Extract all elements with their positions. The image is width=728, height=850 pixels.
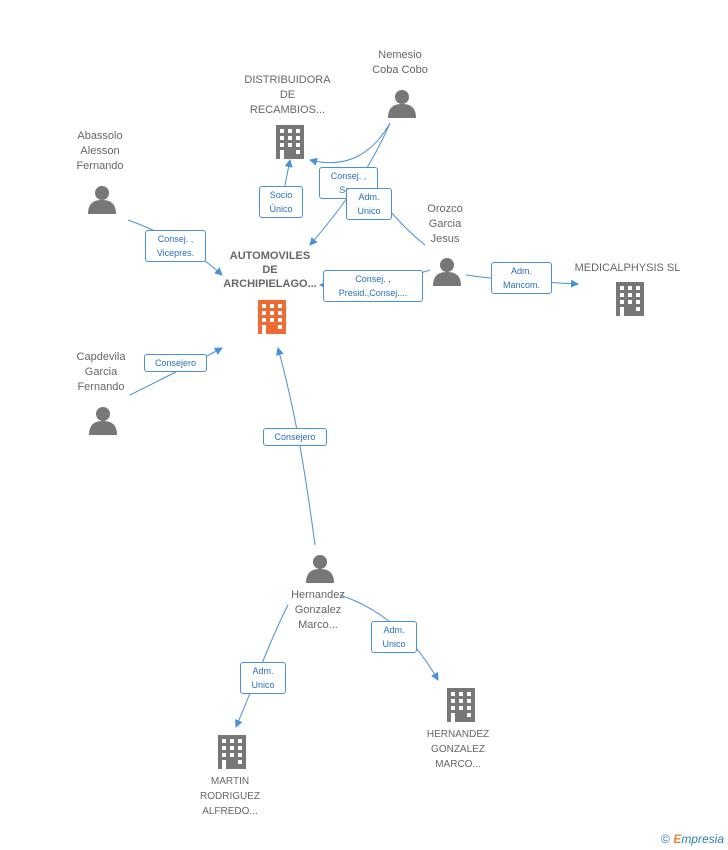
orozco-label[interactable]: Orozco Garcia Jesus: [405, 202, 485, 247]
hernandez-person-icon: [306, 555, 334, 583]
edge-label-nemesio-adm[interactable]: Adm. Unico: [346, 188, 392, 220]
orozco-person-icon: [433, 258, 461, 286]
capdevila-label-line: Garcia: [84, 366, 118, 378]
martin-label-line: RODRIGUEZ: [200, 791, 260, 802]
edge-label-line: Consej. ,: [330, 171, 367, 181]
medicalphysis-building-icon: [616, 282, 644, 316]
edge-label-abassolo[interactable]: Consej. , Vicepres.: [145, 230, 206, 262]
martin-label[interactable]: MARTIN RODRIGUEZ ALFREDO...: [185, 774, 275, 819]
hernandez-company-label-line: MARCO...: [435, 759, 481, 770]
distribuidora-label[interactable]: DISTRIBUIDORA DE RECAMBIOS...: [230, 73, 345, 118]
hernandez-company-building-icon: [447, 688, 475, 722]
edge-label-line: Unico: [382, 639, 406, 649]
hernandez-person-label-line: Gonzalez: [294, 604, 342, 616]
hernandez-company-label-line: HERNANDEZ: [426, 729, 490, 740]
capdevila-label-line: Capdevila: [76, 351, 126, 363]
nemesio-person-icon: [388, 90, 416, 118]
edge-label-socio[interactable]: Socio Único: [259, 186, 303, 218]
brand-name: mpresia: [681, 832, 724, 846]
distribuidora-building-icon: [276, 125, 304, 159]
edge-label-line: Consej. ,: [157, 234, 194, 244]
martin-label-line: ALFREDO...: [202, 806, 258, 817]
edge-label-martin[interactable]: Adm. Unico: [240, 662, 286, 694]
edge-label-line: Único: [269, 204, 293, 214]
hernandez-company-label[interactable]: HERNANDEZ GONZALEZ MARCO...: [413, 727, 503, 772]
distribuidora-label-line: DISTRIBUIDORA: [244, 74, 331, 86]
edge-label-line: Unico: [357, 206, 381, 216]
hernandez-person-label-line: Marco...: [298, 619, 338, 631]
empresia-logo: © Empresia: [661, 832, 724, 846]
edge-label-line: Adm.: [252, 666, 274, 676]
nemesio-label-line: Coba Cobo: [372, 64, 428, 76]
abassolo-person-icon: [88, 186, 116, 214]
edge-label-line: Consej. ,: [355, 274, 391, 284]
main-company-label[interactable]: AUTOMOVILES DE ARCHIPIELAGO...: [212, 249, 328, 291]
edge-label-line: Presid.,Consej....: [338, 288, 408, 298]
capdevila-label-line: Fernando: [77, 381, 125, 393]
abassolo-label-line: Abassolo: [77, 130, 123, 142]
copyright-icon: ©: [661, 832, 670, 846]
hernandez-person-label[interactable]: Hernandez Gonzalez Marco...: [273, 588, 363, 633]
edge-label-line: Consejero: [154, 358, 197, 368]
edge-nemesio-consej: [309, 122, 391, 166]
medicalphysis-label[interactable]: MEDICALPHYSIS SL: [565, 261, 690, 276]
abassolo-label[interactable]: Abassolo Alesson Fernando: [55, 129, 145, 174]
main-company-label-line: AUTOMOVILES: [229, 250, 311, 262]
brand-initial: E: [673, 832, 682, 846]
medicalphysis-label-line: MEDICALPHYSIS SL: [574, 262, 681, 274]
capdevila-label[interactable]: Capdevila Garcia Fernando: [56, 350, 146, 395]
orozco-label-line: Orozco: [427, 203, 463, 215]
edge-label-line: Adm.: [358, 192, 380, 202]
distribuidora-label-line: RECAMBIOS...: [249, 104, 326, 116]
edge-label-orozco-medical[interactable]: Adm. Mancom.: [491, 262, 552, 294]
edge-label-line: Vicepres.: [156, 248, 195, 258]
nemesio-label-line: Nemesio: [378, 49, 422, 61]
edge-label-hernandez-company[interactable]: Adm. Unico: [371, 621, 417, 653]
edge-label-line: Adm.: [510, 266, 532, 276]
hernandez-company-label-line: GONZALEZ: [431, 744, 485, 755]
martin-building-icon: [218, 735, 246, 769]
edge-label-line: Mancom.: [502, 280, 540, 290]
edge-label-line: Adm.: [383, 625, 405, 635]
edge-hernandez-main: [275, 347, 316, 546]
distribuidora-label-line: DE: [279, 89, 296, 101]
orozco-label-line: Garcia: [428, 218, 462, 230]
edge-label-line: Consejero: [274, 432, 316, 442]
hernandez-person-label-line: Hernandez: [291, 589, 345, 601]
capdevila-person-icon: [89, 407, 117, 435]
edge-label-line: Socio: [269, 190, 293, 200]
abassolo-label-line: Alesson: [80, 145, 120, 157]
nemesio-label[interactable]: Nemesio Coba Cobo: [355, 48, 445, 78]
abassolo-label-line: Fernando: [76, 160, 124, 172]
main-company-label-line: ARCHIPIELAGO...: [223, 278, 317, 290]
main-building-icon: [258, 300, 286, 334]
edge-label-orozco-main[interactable]: Consej. , Presid.,Consej....: [323, 270, 423, 302]
edge-label-capdevila[interactable]: Consejero: [144, 354, 207, 372]
orozco-label-line: Jesus: [430, 233, 460, 245]
edge-label-hernandez-main[interactable]: Consejero: [263, 428, 327, 446]
edge-label-line: Unico: [251, 680, 275, 690]
martin-label-line: MARTIN: [210, 776, 250, 787]
main-company-label-line: DE: [262, 264, 278, 276]
